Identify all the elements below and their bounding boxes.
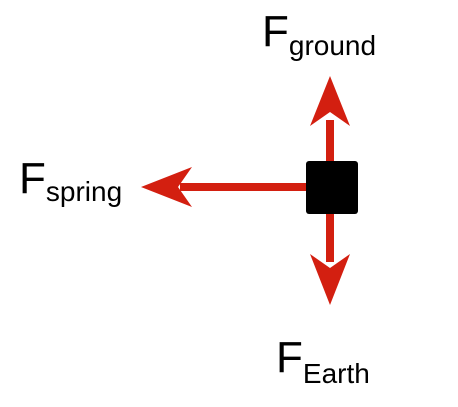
label-f-ground-main: F: [262, 7, 289, 56]
label-f-earth-main: F: [276, 333, 303, 382]
arrow-ground-head: [310, 76, 350, 126]
arrow-earth-head: [310, 254, 350, 305]
label-f-spring: Fspring: [19, 154, 122, 207]
object-block: [306, 161, 358, 214]
arrow-spring: [141, 167, 310, 207]
label-f-spring-sub: spring: [46, 176, 122, 207]
arrow-spring-head: [141, 167, 192, 207]
label-f-ground: Fground: [262, 7, 376, 61]
arrow-earth: [310, 214, 350, 305]
label-f-spring-main: F: [19, 154, 46, 203]
arrow-ground: [310, 76, 350, 162]
label-f-earth-sub: Earth: [303, 358, 370, 389]
label-f-earth: FEarth: [276, 333, 370, 389]
label-f-ground-sub: ground: [289, 30, 376, 61]
